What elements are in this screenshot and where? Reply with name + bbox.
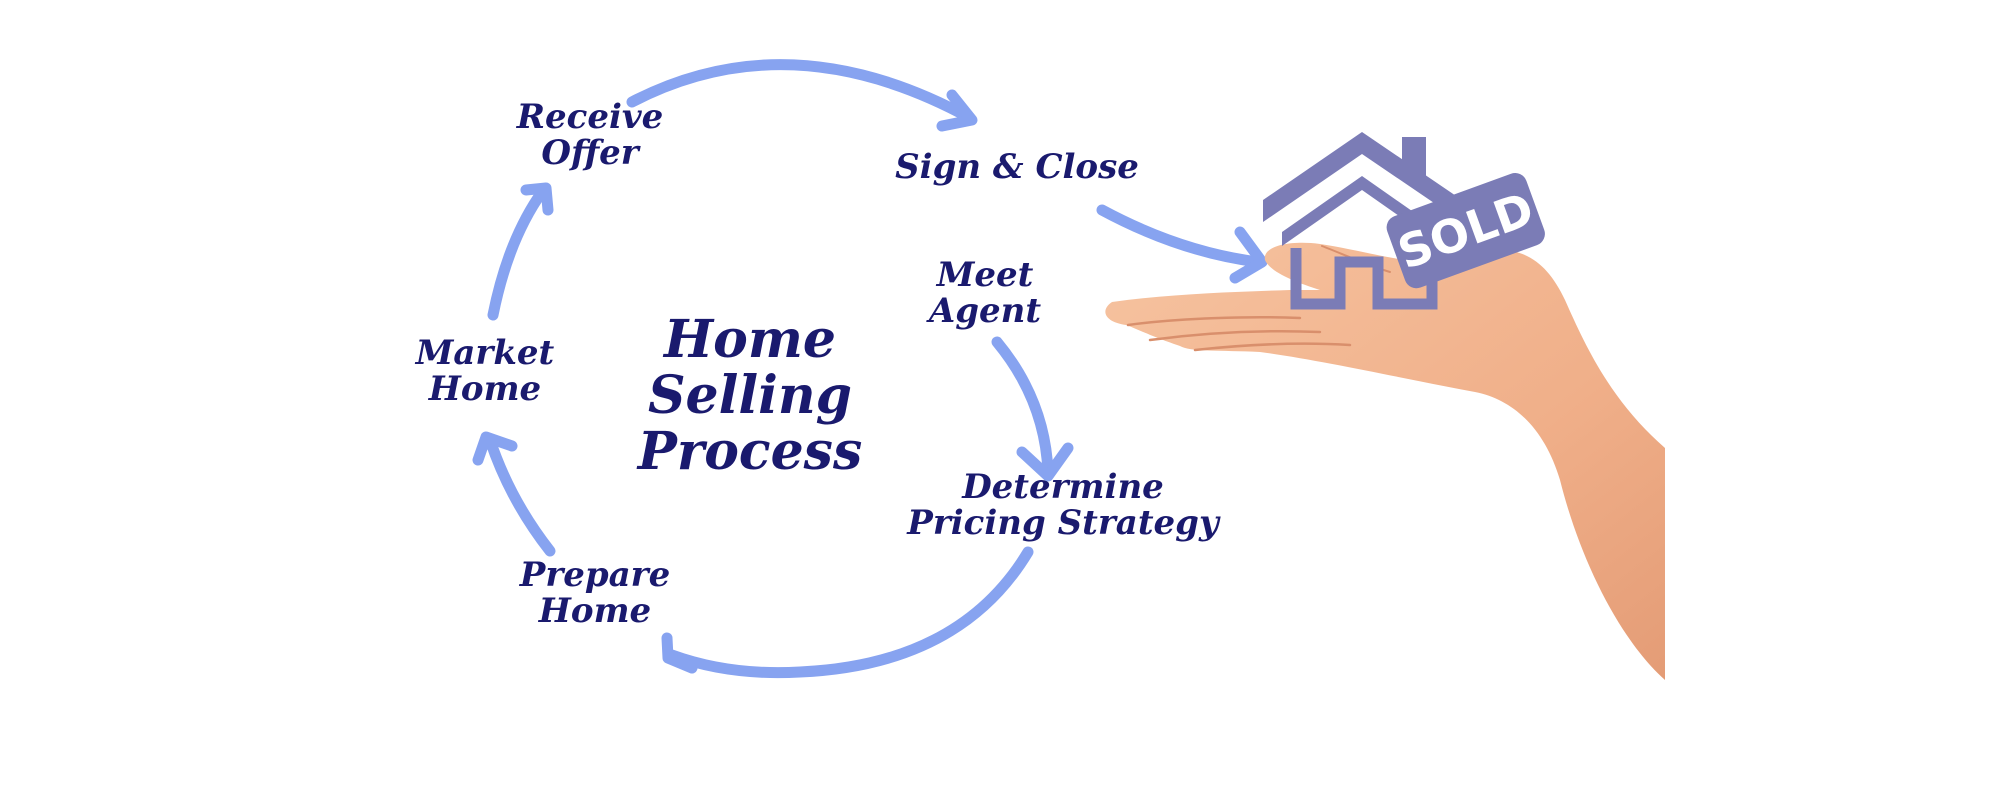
step-market-home: Market Home (390, 333, 580, 409)
step-line: Receive (516, 97, 664, 137)
title-line: Home (664, 309, 836, 370)
step-determine-pricing: Determine Pricing Strategy (898, 467, 1228, 543)
step-line: Pricing Strategy (907, 502, 1219, 543)
arrowhead-close-to-house (1229, 226, 1268, 284)
arrow-offer-to-close (626, 59, 976, 124)
arrowhead-agent-to-pricing (1016, 442, 1074, 482)
step-line: Home (428, 368, 542, 409)
step-prepare-home: Prepare Home (500, 555, 690, 631)
step-line: Determine (962, 467, 1164, 507)
step-line: Offer (541, 132, 639, 173)
hand-illustration (1105, 242, 1665, 680)
house-icon (1263, 132, 1462, 310)
step-line: Home (538, 590, 652, 631)
step-line: Sign & Close (895, 147, 1139, 187)
step-line: Meet (936, 255, 1034, 295)
step-meet-agent: Meet Agent (900, 255, 1070, 331)
arrow-market-to-offer (487, 186, 548, 321)
arrow-pricing-to-prepare (666, 546, 1034, 679)
arrowhead-pricing-to-prepare (661, 632, 698, 674)
diagram-title: Home Selling Process (630, 309, 870, 483)
arrowhead-prepare-to-market (472, 431, 518, 466)
arrowhead-market-to-offer (520, 182, 554, 216)
step-line: Agent (928, 290, 1042, 331)
step-receive-offer: Receive Offer (490, 97, 690, 173)
title-line: Selling (647, 365, 853, 427)
arrow-agent-to-pricing (991, 336, 1054, 478)
arrow-close-to-house (1096, 204, 1264, 268)
title-line: Process (637, 421, 863, 483)
step-line: Prepare (519, 555, 671, 595)
step-sign-close: Sign & Close (892, 147, 1142, 187)
arrow-prepare-to-market (484, 434, 556, 557)
step-line: Market (415, 333, 555, 373)
arrowhead-offer-to-close (936, 89, 978, 132)
